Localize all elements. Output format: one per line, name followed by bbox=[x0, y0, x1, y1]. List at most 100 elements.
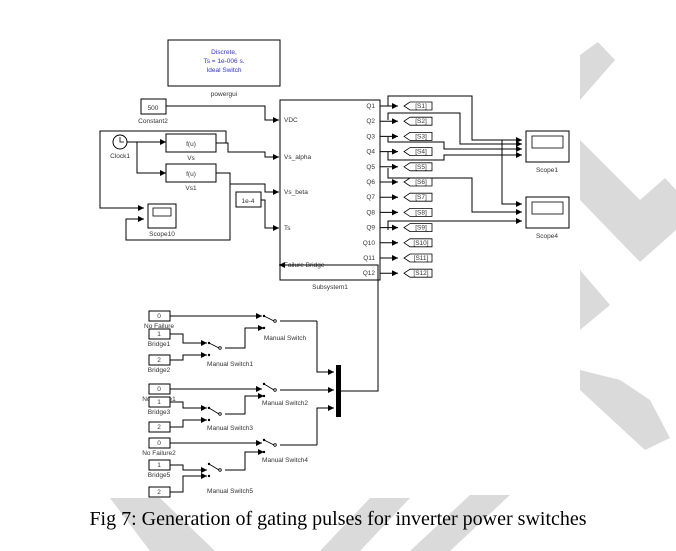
goto-tag-label: [S6] bbox=[415, 179, 427, 186]
fcn-vs1-expr: f(u) bbox=[186, 171, 196, 178]
subsystem-output-port: Q4 bbox=[366, 149, 375, 156]
switch-lever-icon bbox=[263, 383, 275, 391]
constant-label: Bridge3 bbox=[148, 409, 171, 416]
subsystem-output-port: Q6 bbox=[366, 179, 375, 186]
subsystem-block[interactable] bbox=[279, 99, 381, 281]
powergui-block[interactable]: Discrete, Ts = 1e-006 s. Ideal Switch bbox=[167, 39, 281, 87]
manual-switch[interactable] bbox=[262, 382, 277, 398]
constant-block[interactable]: 2 bbox=[148, 486, 171, 498]
constant2-block[interactable]: 500 bbox=[140, 98, 167, 115]
constant-value: 2 bbox=[157, 424, 161, 431]
subsystem-output-port: Q9 bbox=[366, 225, 375, 232]
constant-label: Bridge5 bbox=[148, 472, 171, 479]
constant-value: 0 bbox=[157, 386, 161, 393]
switch-lever-icon bbox=[208, 342, 220, 349]
subsystem-output-port: Q7 bbox=[366, 194, 375, 201]
mux-block[interactable] bbox=[336, 365, 341, 417]
switch-lever-icon bbox=[208, 463, 220, 471]
constant-block[interactable]: 0 bbox=[148, 310, 171, 322]
constant-block[interactable]: 0 bbox=[148, 437, 171, 449]
goto-tag[interactable]: [S11] bbox=[403, 253, 433, 263]
clock-block[interactable] bbox=[112, 134, 128, 150]
subsystem-output-port: Q10 bbox=[363, 240, 376, 247]
subsystem-input-port: Vs_alpha bbox=[284, 154, 311, 161]
goto-tag-label: [S8] bbox=[415, 209, 427, 216]
constant-block[interactable]: 0 bbox=[148, 383, 171, 395]
ts-constant-block[interactable]: 1e-4 bbox=[235, 191, 262, 208]
constant-block[interactable]: 1 bbox=[148, 459, 171, 471]
watermark-shape bbox=[410, 495, 510, 551]
goto-tag[interactable]: [S4] bbox=[403, 147, 433, 156]
scope4-block[interactable] bbox=[525, 196, 570, 229]
manual-switch[interactable] bbox=[262, 314, 277, 330]
goto-tag-label: [S2] bbox=[415, 118, 427, 125]
powergui-line-3: Ideal Switch bbox=[206, 67, 241, 74]
constant-block[interactable]: 2 bbox=[148, 354, 171, 366]
subsystem-output-port: Q5 bbox=[366, 164, 375, 171]
ts-constant-value: 1e-4 bbox=[241, 198, 254, 205]
goto-tag[interactable]: [S8] bbox=[403, 208, 433, 217]
goto-tag[interactable]: [S9] bbox=[403, 223, 433, 232]
scope-screen-icon bbox=[531, 201, 564, 215]
manual-switch[interactable] bbox=[207, 406, 222, 422]
figure-caption: Fig 7: Generation of gating pulses for i… bbox=[89, 508, 587, 530]
scope4-label: Scope4 bbox=[536, 233, 558, 240]
manual-switch-label: Manual Switch5 bbox=[207, 488, 253, 495]
subsystem-input-port: Vs_beta bbox=[284, 189, 308, 196]
constant-value: 1 bbox=[157, 399, 161, 406]
goto-tag[interactable]: [S5] bbox=[403, 162, 433, 172]
scope-screen-icon bbox=[531, 135, 564, 149]
subsystem-input-port: Ts bbox=[284, 225, 291, 232]
switch-lever-icon bbox=[208, 407, 220, 415]
goto-tag-label: [S3] bbox=[415, 133, 427, 140]
goto-tag-label: [S7] bbox=[415, 194, 427, 201]
scope1-block[interactable] bbox=[525, 130, 570, 163]
watermark-shape bbox=[580, 270, 610, 330]
subsystem-input-port: VDC bbox=[284, 117, 298, 124]
manual-switch[interactable] bbox=[207, 341, 222, 357]
goto-tag[interactable]: [S2] bbox=[403, 116, 433, 126]
scope10-block[interactable] bbox=[147, 203, 177, 229]
scope10-label: Scope10 bbox=[149, 231, 175, 238]
fcn-vs-label: Vs bbox=[187, 155, 195, 162]
constant-block[interactable]: 1 bbox=[148, 396, 171, 408]
constant2-value: 500 bbox=[148, 105, 159, 112]
fcn-vs1-block[interactable]: f(u) bbox=[165, 163, 217, 183]
manual-switch-label: Manual Switch4 bbox=[262, 457, 308, 464]
constant-value: 2 bbox=[157, 489, 161, 496]
goto-tag-label: [S5] bbox=[415, 164, 427, 171]
constant-value: 2 bbox=[157, 357, 161, 364]
watermark-shape bbox=[580, 140, 676, 262]
scope-screen-icon bbox=[152, 207, 172, 217]
manual-switch-label: Manual Switch3 bbox=[207, 425, 253, 432]
goto-tag[interactable]: [S7] bbox=[403, 192, 433, 202]
clock-icon bbox=[119, 137, 124, 143]
goto-tag-label: [S4] bbox=[415, 149, 427, 156]
fcn-vs1-label: Vs1 bbox=[185, 185, 197, 192]
constant-value: 0 bbox=[157, 440, 161, 447]
manual-switch[interactable] bbox=[262, 438, 277, 454]
goto-tag[interactable]: [S6] bbox=[403, 177, 433, 187]
goto-tag[interactable]: [S1] bbox=[403, 101, 433, 111]
goto-tag[interactable]: [S3] bbox=[403, 132, 433, 141]
manual-switch[interactable] bbox=[207, 462, 222, 478]
constant-label: No Failure2 bbox=[142, 450, 176, 457]
goto-tag[interactable]: [S10] bbox=[403, 238, 433, 248]
fcn-vs-block[interactable]: f(u) bbox=[165, 133, 217, 153]
manual-switch-label: Manual Switch bbox=[264, 335, 307, 342]
powergui-line-2: Ts = 1e-006 s. bbox=[203, 58, 244, 65]
subsystem-output-port: Q1 bbox=[366, 103, 375, 110]
constant-block[interactable]: 2 bbox=[148, 421, 171, 433]
goto-tag-label: [S11] bbox=[414, 255, 429, 262]
watermark-shape bbox=[580, 370, 670, 450]
watermark-shape bbox=[110, 498, 215, 551]
clock-label: Clock1 bbox=[110, 153, 130, 160]
subsystem-output-port: Q12 bbox=[363, 270, 376, 277]
manual-switch-label: Manual Switch1 bbox=[207, 361, 253, 368]
goto-tag-label: [S12] bbox=[413, 270, 428, 277]
constant-label: No Failure bbox=[144, 323, 174, 330]
goto-tag[interactable]: [S12] bbox=[403, 268, 433, 278]
constant-block[interactable]: 1 bbox=[148, 328, 171, 340]
